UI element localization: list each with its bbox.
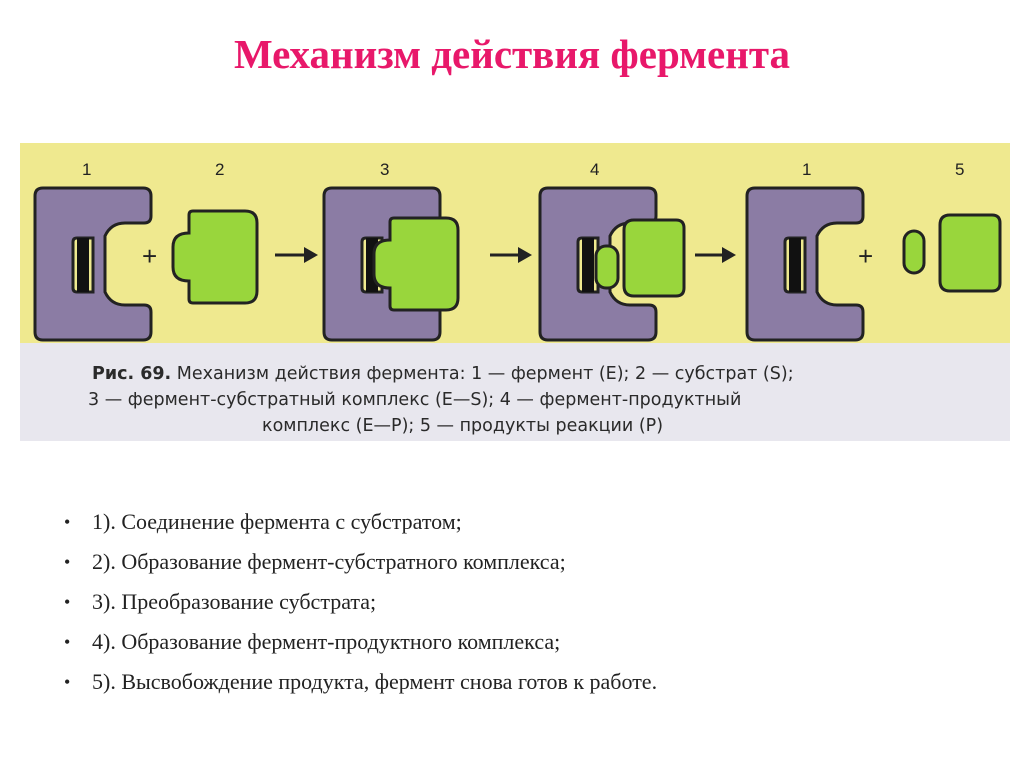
list-item: • 5). Высвобождение продукта, фермент сно… xyxy=(60,662,657,702)
stage-label: 1 xyxy=(82,160,91,179)
list-item: • 4). Образование фермент-продуктного ком… xyxy=(60,622,657,662)
product-shapes xyxy=(902,213,1002,293)
steps-list: • 1). Соединение фермента с субстратом; •… xyxy=(60,502,657,702)
figure-illustration: 1 2 3 4 1 5 + xyxy=(33,160,1002,342)
stage-label: 3 xyxy=(380,160,389,179)
caption-text-1: Механизм действия фермента: 1 — фермент … xyxy=(176,364,794,384)
step-text: 1). Соединение фермента с субстратом; xyxy=(92,509,462,534)
caption-line-3: комплекс (E—P); 5 — продукты реакции (P) xyxy=(262,416,664,436)
arrow-right-icon xyxy=(695,247,736,263)
arrow-right-icon xyxy=(275,247,318,263)
stage-label: 1 xyxy=(802,160,811,179)
page-title: Механизм действия фермента xyxy=(233,31,791,77)
enzyme-product-complex xyxy=(538,186,686,342)
bullet: • xyxy=(64,632,71,652)
enzyme-substrate-complex xyxy=(322,186,460,342)
stage-label: 2 xyxy=(215,160,224,179)
list-item: • 1). Соединение фермента с субстратом; xyxy=(60,502,657,542)
list-item: • 3). Преобразование субстрата; xyxy=(60,582,657,622)
step-text: 3). Преобразование субстрата; xyxy=(92,589,377,614)
caption-line-2: 3 — фермент-субстратный комплекс (E—S); … xyxy=(88,390,742,410)
enzyme-shape xyxy=(745,186,865,342)
step-text: 5). Высвобождение продукта, фермент снов… xyxy=(92,669,658,694)
figure-caption: Рис. 69. Механизм действия фермента: 1 —… xyxy=(80,361,1000,439)
bullet: • xyxy=(64,512,71,532)
substrate-shape xyxy=(171,209,259,305)
enzyme-shape xyxy=(33,186,153,342)
bullet: • xyxy=(64,592,71,612)
step-text: 4). Образование фермент-продуктного комп… xyxy=(92,629,561,654)
bullet: • xyxy=(64,672,71,692)
stage-label: 5 xyxy=(955,160,964,179)
enzyme-mechanism-figure: 1 2 3 4 1 5 + xyxy=(20,143,1010,441)
plus-sign: + xyxy=(858,241,873,271)
bullet: • xyxy=(64,552,71,572)
step-text: 2). Образование фермент-субстратного ком… xyxy=(92,549,566,574)
caption-lead: Рис. 69. xyxy=(92,364,172,384)
arrow-right-icon xyxy=(490,247,532,263)
list-item: • 2). Образование фермент-субстратного ко… xyxy=(60,542,657,582)
stage-label: 4 xyxy=(590,160,599,179)
plus-sign: + xyxy=(142,241,157,271)
caption-line-1: Рис. 69. Механизм действия фермента: 1 —… xyxy=(80,361,1000,387)
